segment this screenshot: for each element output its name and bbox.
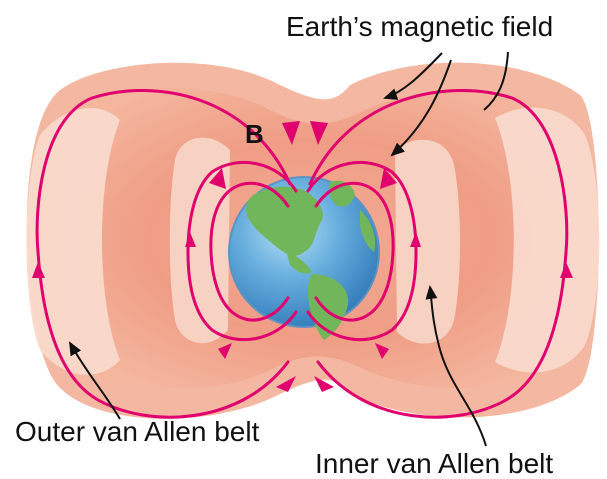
arrow-bottom-left: [276, 376, 296, 392]
field-line-inner-right: [306, 160, 418, 342]
inner-van-allen-belt-label: Inner van Allen belt: [315, 448, 554, 479]
field-line-inner-left: [186, 160, 298, 342]
annotation-line-magnetic-field-3: [483, 51, 509, 111]
arrow-bottom-right: [314, 376, 334, 392]
field-line-innermost-left: [209, 181, 290, 322]
annotation-line-magnetic-field-2: [390, 59, 452, 157]
arrow-outer-right: [560, 262, 573, 278]
field-line-outer-right: [308, 88, 569, 419]
inner-van-allen-belt-shape: [169, 137, 230, 344]
central-america-shape: [286, 250, 312, 274]
arrow-top-right: [310, 121, 328, 145]
field-line-outer-left: [35, 88, 292, 419]
arrow-left-middle: [185, 232, 196, 247]
earth-magnetic-field-label: Earth’s magnetic field: [286, 11, 554, 42]
arrow-lower-right: [375, 343, 389, 359]
arrow-upper-right: [380, 168, 397, 189]
arrow-outer-left: [32, 262, 45, 278]
annotation-lines: [69, 51, 509, 447]
field-arrows: [32, 121, 573, 392]
outer-belt-right-lobe: [495, 107, 600, 373]
north-america-shape: [246, 186, 323, 256]
arrow-right-middle: [410, 232, 421, 247]
arrow-lower-left: [218, 343, 232, 359]
arrow-upper-left: [209, 168, 226, 189]
outer-van-allen-belt-label: Outer van Allen belt: [15, 416, 260, 447]
europe-africa-edge-shape: [360, 210, 376, 252]
arrow-top-left: [282, 121, 300, 145]
field-lines: [35, 88, 569, 419]
annotation-line-magnetic-field-1: [383, 52, 443, 100]
annotation-line-outer-belt: [69, 341, 121, 420]
annotation-line-inner-belt: [425, 285, 487, 447]
outer-belt-left-lobe: [26, 108, 120, 375]
field-symbol-label: B: [245, 119, 264, 149]
field-line-innermost-right: [314, 181, 395, 322]
